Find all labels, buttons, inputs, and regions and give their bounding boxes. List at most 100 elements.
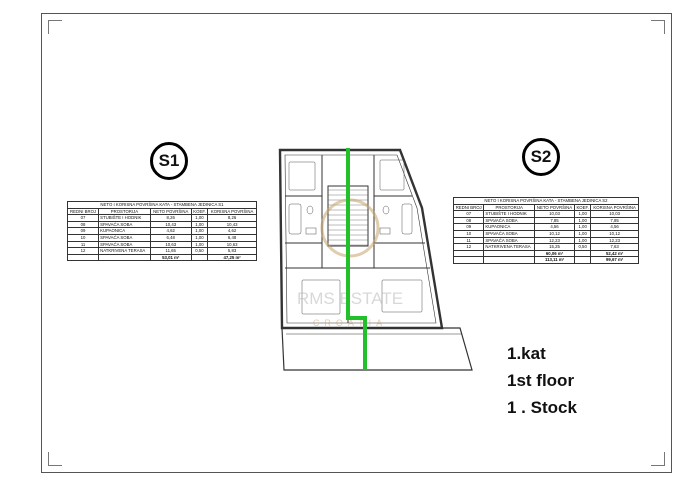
table-cell: 7,63 [590,243,639,251]
outer-wall [278,148,444,330]
unit-badge-s1: S1 [150,142,188,180]
table-cell: 6,48 [149,233,192,242]
total-coef [574,249,592,258]
frame-corner-mark [651,452,665,466]
floor-label-hr: 1.kat [507,344,546,363]
table-cell: NATKRIVENA TERASA [98,247,151,255]
unit-divider-line [346,148,367,370]
col-header-usable-area: KORISNA POVRŠINA [207,207,257,216]
col-header-number: REDNI BROJ [66,207,100,216]
sink [379,227,391,235]
table-cell: 08 [66,220,100,229]
table-cell: SPAVAĆA SOBA [483,216,535,225]
grand-total-net-area: 113,11 m² [533,256,576,264]
table-cell: 1,00 [574,223,592,231]
table-cell: 8,26 [207,214,257,222]
floor-label-en: 1st floor [507,371,575,390]
col-header-coef: KOEF. [574,203,592,212]
table-cell: 4,56 [590,223,639,231]
unit-badge-s2: S2 [522,138,560,176]
table-cell: SPAVAĆA SOBA [98,220,151,229]
inner-wall [284,154,437,324]
watermark-subtext: CROATIA [313,318,387,328]
area-table-s2: NETO I KORISNA POVRŠINA KATA - STAMBENA … [452,197,639,264]
table-cell: 12,23 [533,236,576,245]
table-cell: 10,12 [590,229,639,238]
table-cell: 1,00 [574,216,592,225]
grand-total-coef [574,256,592,264]
table-cell: 1,00 [190,214,209,222]
table-cell: 4,56 [533,223,576,231]
frame-corner-mark [48,452,62,466]
table-cell: 10,03 [590,210,639,218]
total-coef [190,253,209,262]
col-header-coef: KOEF. [190,207,209,216]
table-cell: STUBIŠTE I HODNIK [483,210,535,218]
table-cell: 5,83 [207,247,257,255]
floor-label-block: 1.kat 1st floor 1 . Stock [507,340,577,421]
grand-total-usable-area: 99,67 m² [590,256,639,264]
drawing-frame [41,13,672,473]
table-cell: 1,00 [574,229,592,238]
toilet [382,205,390,215]
floor-plan: RMS ESTATE CROATIA [278,148,473,371]
col-header-room: PROSTORIJA [98,207,151,216]
table-cell: SPAVAĆA SOBA [98,233,151,242]
table-cell: 10 [66,233,100,242]
col-header-net-area: NETO POVRŠINA [533,203,576,212]
table-caption: NETO I KORISNA POVRŠINA KATA - STAMBENA … [67,201,257,209]
bathtub [288,203,302,235]
table-cell: 15,25 [533,243,576,251]
table-cell: 1,00 [190,227,209,235]
bed [379,159,405,191]
table-cell: 07 [66,214,100,222]
col-header-usable-area: KORISNA POVRŠINA [590,203,639,212]
table-cell: KUPAONICA [483,223,535,231]
table-cell: SPAVAĆA SOBA [98,240,151,249]
table-cell: KUPAONICA [98,227,151,235]
table-cell: 1,00 [190,240,209,249]
frame-corner-mark [48,20,62,34]
table-cell: 10,03 [533,210,576,218]
table-grand-totals-row: 113,11 m² 99,67 m² [452,256,639,264]
table-cell: 8,26 [149,214,192,222]
table-cell: 10,63 [207,240,257,249]
table-cell: 4,62 [207,227,257,235]
col-header-room: PROSTORIJA [483,203,535,212]
table-cell: 4,62 [149,227,192,235]
table-cell: STUBIŠTE I HODNIK [98,214,151,222]
table-cell: SPAVAĆA SOBA [483,236,535,245]
bed [288,161,316,191]
terrace-outline [281,327,473,371]
total-usable-area: 47,25 m² [207,253,257,262]
table-cell: 10,43 [207,220,257,229]
table-cell: 0,50 [574,243,592,251]
table-cell: 1,00 [190,220,209,229]
table-cell: NATKRIVENA TERASA [483,243,535,251]
area-table-s1: NETO I KORISNA POVRŠINA KATA - STAMBENA … [66,201,257,262]
table-cell: 1,00 [574,236,592,245]
toilet [306,205,314,215]
bathtub [401,203,413,235]
table-cell: 09 [66,227,100,235]
table-cell: 12,23 [590,236,639,245]
table-cell: 7,85 [590,216,639,225]
table-cell: 11 [66,240,100,249]
floor-label-de: 1 . Stock [507,398,577,417]
total-net-area: 53,01 m² [149,253,192,262]
col-header-net-area: NETO POVRŠINA [149,207,192,216]
table-cell: 10,43 [149,220,192,229]
total-net-area: 60,06 m² [533,249,576,258]
table-cell: SPAVAĆA SOBA [483,229,535,238]
table-cell: 6,48 [207,233,257,242]
table-cell: 1,00 [190,233,209,242]
table-totals-row: 53,01 m² 47,25 m² [66,253,257,262]
bed [381,279,423,313]
